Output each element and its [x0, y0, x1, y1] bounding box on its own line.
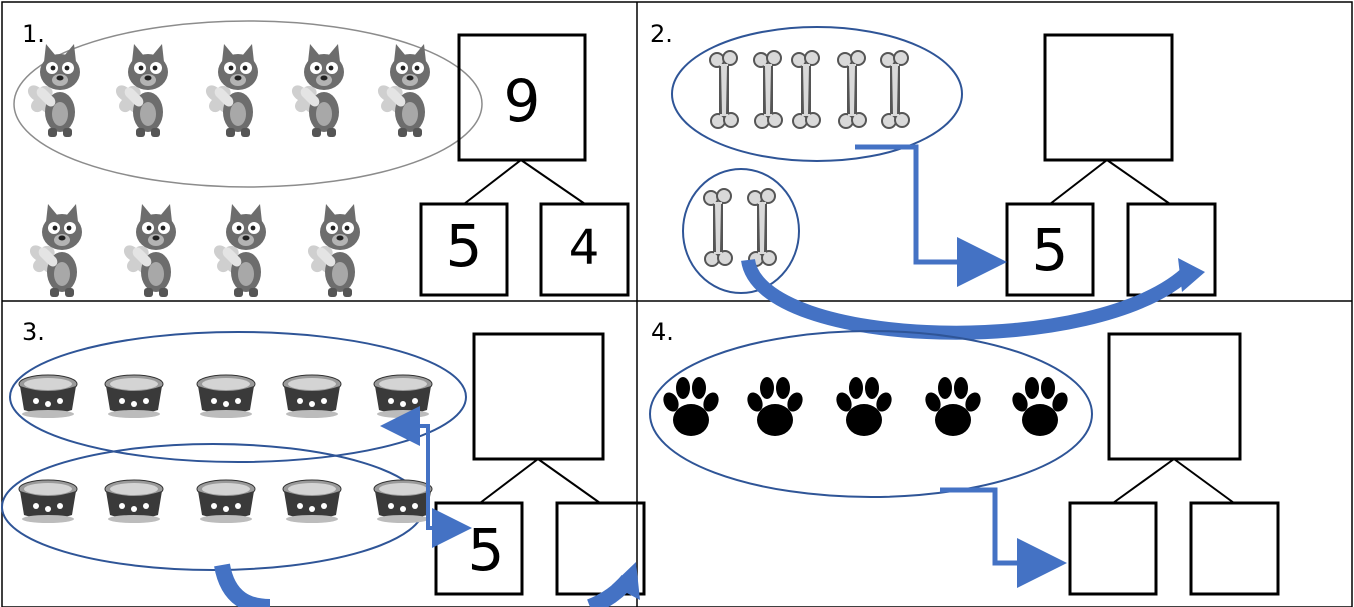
- number-bond: [419, 33, 630, 297]
- dog-picture: [27, 44, 80, 137]
- paw-print-icon: [922, 377, 984, 436]
- group-ellipse: [671, 26, 963, 162]
- dog-picture: [307, 204, 360, 297]
- paw-print-icon: [833, 377, 895, 436]
- dog-picture: [29, 204, 82, 297]
- arrow-to-part-left: [855, 144, 1007, 287]
- paw-print-icon: [1009, 377, 1071, 436]
- part-right-value: 4: [569, 220, 600, 276]
- dog-picture: [213, 204, 266, 297]
- whole-box: [1043, 33, 1174, 162]
- dog-picture: [377, 44, 430, 137]
- arrow-head-icon: [1178, 258, 1205, 292]
- dog-bowl-picture: [18, 374, 78, 419]
- bone-picture: [703, 188, 733, 267]
- dog-picture: [115, 44, 168, 137]
- dog-bowl-picture: [104, 374, 164, 419]
- group-ellipse: [9, 331, 467, 463]
- part-left-box: [434, 501, 524, 596]
- group-ellipse: [649, 330, 1093, 498]
- problem-1: 1. 9 5 4: [13, 20, 630, 297]
- dog-bowl-picture: [373, 374, 433, 419]
- dog-picture: [123, 204, 176, 297]
- picture-group-a: [27, 44, 430, 137]
- part-left-box: [1005, 202, 1095, 297]
- arrow-to-part-left: [940, 487, 1067, 588]
- dog-bowl-picture: [196, 479, 256, 524]
- dog-bowl-picture: [282, 374, 342, 419]
- part-left-box: [1068, 501, 1158, 596]
- picture-group-a: [660, 377, 1071, 436]
- part-left-value: 5: [468, 516, 505, 584]
- picture-group-a: [18, 374, 433, 419]
- picture-group-b: [18, 479, 433, 524]
- dog-bowl-picture: [18, 479, 78, 524]
- group-ellipse: [13, 20, 483, 188]
- dog-bowl-picture: [373, 479, 433, 524]
- number-bond: [1005, 33, 1217, 297]
- curved-arrow-to-part-right: [214, 563, 635, 607]
- problem-label: 1.: [22, 20, 45, 48]
- dog-bowl-picture: [282, 479, 342, 524]
- part-left-value: 5: [1032, 216, 1069, 284]
- whole-value: 9: [504, 67, 541, 135]
- problem-3: 3. 5: [1, 318, 646, 607]
- problem-label: 2.: [650, 20, 673, 48]
- problem-4: 4.: [649, 318, 1280, 596]
- dog-bowl-picture: [104, 479, 164, 524]
- dog-picture: [205, 44, 258, 137]
- problem-label: 4.: [651, 318, 674, 346]
- paw-print-icon: [660, 377, 722, 436]
- bone-picture: [753, 50, 783, 129]
- part-right-box: [1189, 501, 1280, 596]
- bone-picture: [837, 50, 867, 129]
- arrow-head-icon: [612, 562, 640, 600]
- part-left-value: 5: [446, 212, 483, 280]
- bone-picture: [791, 50, 821, 129]
- whole-box: [472, 332, 605, 461]
- bone-picture: [747, 188, 777, 267]
- paw-print-icon: [744, 377, 806, 436]
- curved-arrow-to-part-right: [741, 258, 1195, 340]
- part-left-box: [419, 202, 509, 297]
- bone-picture: [709, 50, 739, 129]
- part-right-box: [539, 202, 630, 297]
- whole-box: [1107, 332, 1242, 461]
- problem-label: 3.: [22, 318, 45, 346]
- dog-picture: [291, 44, 344, 137]
- group-ellipse: [682, 168, 800, 294]
- part-right-box: [1126, 202, 1217, 297]
- arrow-to-group-a: [380, 406, 430, 530]
- problem-2: 2. 5: [650, 20, 1217, 340]
- dog-bowl-picture: [196, 374, 256, 419]
- bone-picture: [880, 50, 910, 129]
- number-bond: [1068, 332, 1280, 596]
- picture-group-b: [703, 188, 777, 267]
- picture-group-a: [709, 50, 910, 129]
- picture-group-b: [29, 204, 360, 297]
